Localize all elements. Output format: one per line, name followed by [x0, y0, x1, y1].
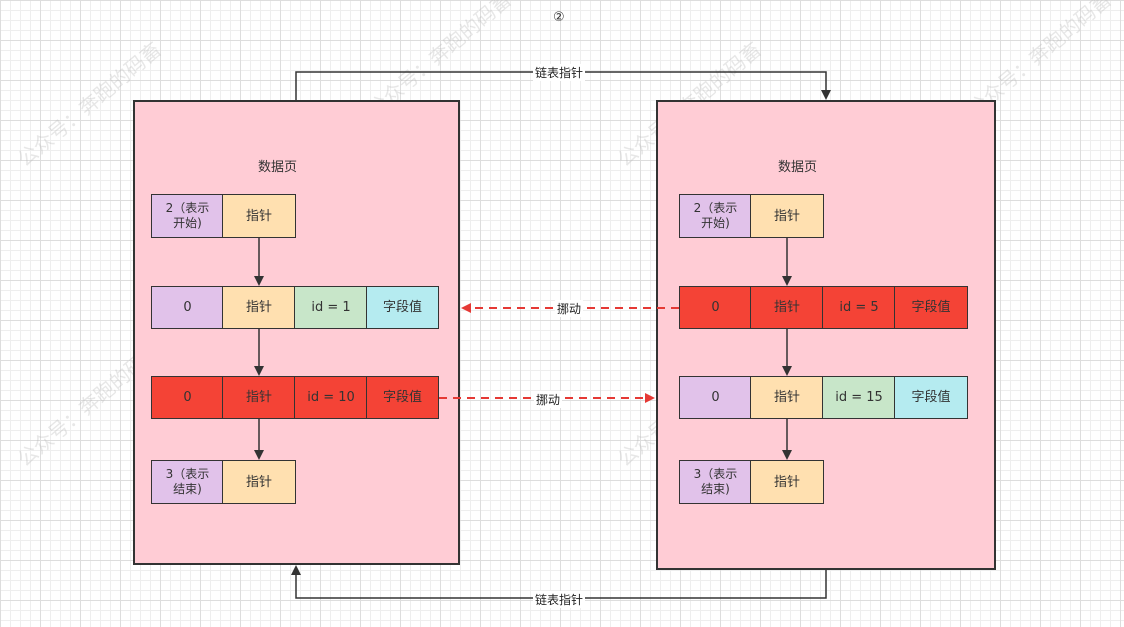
- left-record2-header: 0: [151, 376, 224, 419]
- left-record1-id: id = 1: [294, 286, 368, 329]
- left-end-label: 3（表示 结束): [151, 460, 224, 504]
- right-start-label: 2（表示 开始): [679, 194, 752, 238]
- left-record2-value: 字段值: [366, 376, 439, 419]
- left-start-label: 2（表示 开始): [151, 194, 224, 238]
- left-record2-pointer: 指针: [222, 376, 296, 419]
- right-record1-pointer: 指针: [750, 286, 824, 329]
- right-record2-value: 字段值: [894, 376, 968, 419]
- right-start-pointer: 指针: [750, 194, 824, 238]
- move-label-bottom: 挪动: [534, 391, 563, 408]
- left-record1-header: 0: [151, 286, 224, 329]
- left-start-pointer: 指针: [222, 194, 296, 238]
- link-pointer-bottom-label: 链表指针: [533, 591, 586, 608]
- right-record2-header: 0: [679, 376, 752, 419]
- left-page-title: 数据页: [258, 160, 298, 175]
- right-record1-header: 0: [679, 286, 752, 329]
- move-label-top: 挪动: [555, 300, 584, 317]
- diagram-number: ②: [553, 10, 565, 25]
- right-page-title: 数据页: [778, 160, 818, 175]
- right-end-label: 3（表示 结束): [679, 460, 752, 504]
- left-record2-id: id = 10: [294, 376, 368, 419]
- left-record1-value: 字段值: [366, 286, 439, 329]
- left-end-pointer: 指针: [222, 460, 296, 504]
- link-pointer-top-label: 链表指针: [533, 64, 586, 81]
- right-record1-value: 字段值: [894, 286, 968, 329]
- right-end-pointer: 指针: [750, 460, 824, 504]
- right-record1-id: id = 5: [822, 286, 896, 329]
- left-record1-pointer: 指针: [222, 286, 296, 329]
